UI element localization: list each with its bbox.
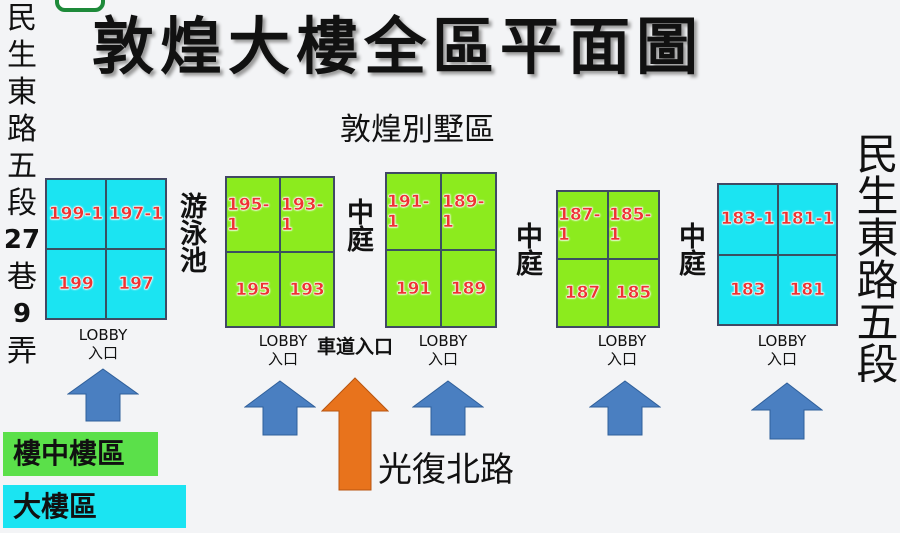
right-road-label: 民生東路五段 <box>850 132 899 384</box>
unit: 195 <box>226 252 280 327</box>
legend-duplex: 樓中樓區 <box>3 432 158 476</box>
building-191: 191-1 189-1 191 189 <box>385 172 497 328</box>
villa-area-label: 敦煌別墅區 <box>340 112 495 148</box>
entrance-text: 入口 <box>267 350 298 368</box>
unit: 189 <box>441 250 496 327</box>
lobby-text: LOBBY <box>78 326 128 344</box>
unit: 185-1 <box>608 191 659 259</box>
unit: 187 <box>557 259 608 327</box>
left-road-label: 民 生 東 路 五 段 27 巷 9 弄 <box>2 0 42 370</box>
unit: 185 <box>608 259 659 327</box>
unit: 195-1 <box>226 177 280 252</box>
bottom-road-label: 光復北路 <box>378 450 514 490</box>
up-arrow-icon <box>751 382 823 440</box>
road-char: 27 <box>3 225 41 255</box>
unit: 183-1 <box>718 184 778 255</box>
unit: 181 <box>777 254 837 325</box>
unit: 191-1 <box>386 173 441 250</box>
unit: 193-1 <box>280 177 334 252</box>
up-arrow-icon <box>412 380 484 436</box>
entrance-text: 入口 <box>427 350 458 368</box>
up-arrow-icon <box>67 368 139 422</box>
up-arrow-icon <box>589 380 661 436</box>
road-char: 9 <box>12 299 32 329</box>
courtyard-label: 中庭 <box>342 198 373 252</box>
lobby-text: LOBBY <box>258 332 308 350</box>
building-183: 183-1 181-1 183 181 <box>717 183 838 326</box>
driveway-entrance-label: 車道入口 <box>317 336 394 358</box>
road-char: 五 <box>7 149 37 184</box>
courtyard-label: 中庭 <box>674 222 705 276</box>
pool-label: 游泳池 <box>175 192 206 273</box>
page-title: 敦煌大樓全區平面圖 <box>92 10 705 83</box>
entrance-text: 入口 <box>87 344 118 362</box>
unit: 197-1 <box>106 179 166 249</box>
unit: 199 <box>46 249 106 319</box>
entrance-text: 入口 <box>606 350 637 368</box>
legend-tower: 大樓區 <box>3 485 186 528</box>
road-char: 民 <box>7 1 37 36</box>
unit: 193 <box>280 252 334 327</box>
unit: 187-1 <box>557 191 608 259</box>
up-arrow-icon <box>244 380 316 436</box>
building-195: 195-1 193-1 195 193 <box>225 176 335 328</box>
lobby-text: LOBBY <box>757 332 807 350</box>
road-char: 弄 <box>7 334 37 369</box>
road-char: 路 <box>7 112 37 147</box>
courtyard-label: 中庭 <box>511 222 542 276</box>
road-char: 生 <box>7 38 37 73</box>
lobby-text: LOBBY <box>597 332 647 350</box>
road-char: 東 <box>7 75 37 110</box>
road-char: 巷 <box>7 260 37 295</box>
lobby-text: LOBBY <box>418 332 468 350</box>
unit: 197 <box>106 249 166 319</box>
unit: 181-1 <box>777 184 837 255</box>
unit: 189-1 <box>441 173 496 250</box>
driveway-arrow-icon <box>321 377 389 491</box>
entrance-text: 入口 <box>766 350 797 368</box>
building-187: 187-1 185-1 187 185 <box>556 190 660 328</box>
unit: 191 <box>386 250 441 327</box>
unit: 183 <box>718 254 778 325</box>
road-char: 段 <box>7 186 37 221</box>
building-199: 199-1 197-1 199 197 <box>45 178 167 320</box>
logo <box>55 0 105 12</box>
unit: 199-1 <box>46 179 106 249</box>
